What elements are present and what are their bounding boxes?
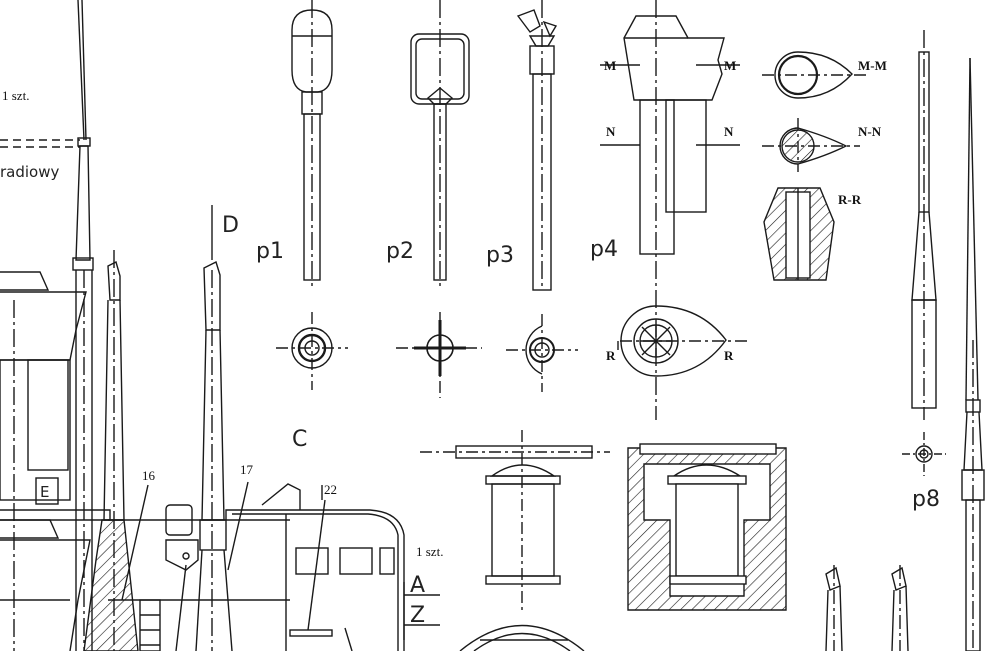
- part-label-p8: p8: [912, 487, 940, 512]
- part-label-p3: p3: [486, 243, 514, 268]
- section-marker-r-right: R: [724, 348, 734, 363]
- part-label-p4: p4: [590, 237, 618, 262]
- lens-assembly-left: [420, 430, 610, 651]
- section-marker-m-left: M: [604, 58, 616, 73]
- part-p3-plan: [506, 314, 578, 392]
- part-p8-mast: [902, 30, 946, 476]
- a-z-callouts: [403, 582, 440, 640]
- part-number-22: 22: [324, 482, 337, 497]
- part-number-16: 16: [142, 468, 156, 483]
- section-marker-n-left: N: [606, 124, 616, 139]
- small-periscopes-right: [825, 565, 909, 651]
- periscope-16: [83, 250, 149, 651]
- part-p4-plan: [617, 305, 750, 377]
- section-title-rr: R-R: [838, 192, 862, 207]
- part-label-p2: p2: [386, 239, 414, 264]
- left-conning-tower-view: [0, 0, 111, 651]
- radio-mast-label: radiowy: [0, 163, 59, 181]
- section-rr: [763, 187, 835, 281]
- view-letter-c: C: [292, 427, 307, 452]
- part-label-p1: p1: [256, 239, 284, 264]
- qty-label-right: 1 szt.: [416, 544, 443, 559]
- bridge-cabin-22: [225, 483, 405, 651]
- section-nn: [762, 118, 860, 172]
- periscope-17: [108, 205, 290, 651]
- view-letter-z: Z: [410, 603, 425, 628]
- section-marker-n-right: N: [724, 124, 734, 139]
- part-p1-elevation: [291, 0, 333, 290]
- part-p4-elevation: [600, 0, 740, 420]
- part-p2-elevation: [410, 0, 470, 290]
- qty-label-left: 1 szt.: [2, 88, 29, 103]
- lens-assembly-right-housing: [627, 443, 787, 611]
- view-letter-a: A: [410, 573, 425, 598]
- section-marker-r-left: R: [606, 348, 616, 363]
- right-antenna: [961, 57, 985, 651]
- part-number-17: 17: [240, 462, 254, 477]
- section-title-mm: M-M: [858, 58, 887, 73]
- part-p3-elevation: [516, 0, 558, 291]
- part-p1-plan: [276, 312, 348, 390]
- view-letter-d: D: [222, 213, 239, 238]
- part-p2-plan: [396, 312, 482, 398]
- view-letter-e: E: [40, 483, 49, 501]
- section-marker-m-right: M: [724, 58, 736, 73]
- section-title-nn: N-N: [858, 124, 882, 139]
- section-mm: [762, 51, 868, 99]
